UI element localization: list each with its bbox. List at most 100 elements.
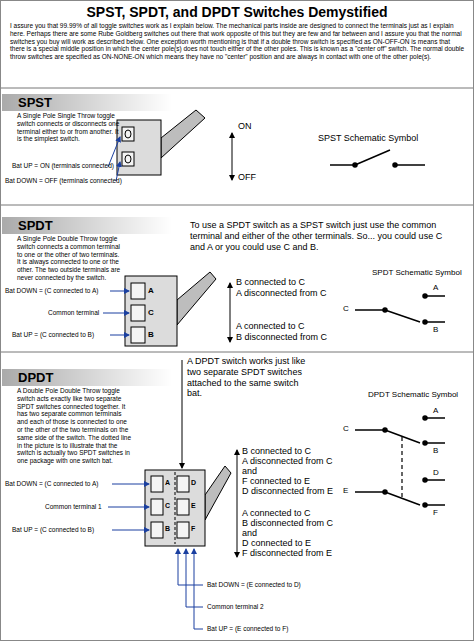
line-art bbox=[112, 530, 149, 531]
dpdt-switch bbox=[145, 466, 231, 546]
bat-label: Bat UP = (E connected to F) bbox=[207, 625, 288, 633]
line-art bbox=[161, 110, 205, 158]
line-art bbox=[401, 437, 402, 498]
terminal-label: Common terminal 2 bbox=[207, 603, 264, 611]
description: A Single Pole Single Throw toggle switch… bbox=[17, 112, 122, 143]
state-text: A connected to C bbox=[236, 321, 305, 332]
line-art bbox=[108, 484, 203, 629]
state-text: A disconnected from C bbox=[236, 288, 327, 299]
line-art bbox=[355, 309, 385, 311]
line-art bbox=[125, 130, 131, 138]
section-heading: DPDT bbox=[18, 370, 53, 386]
line-art bbox=[425, 504, 445, 506]
intro-text: I assure you that 99.99% of all toggle s… bbox=[10, 22, 465, 61]
line-art bbox=[1, 205, 473, 206]
line-art bbox=[355, 491, 385, 493]
state-text: and bbox=[242, 466, 257, 477]
line-art bbox=[175, 472, 176, 544]
section-heading: SPST bbox=[18, 95, 52, 111]
symbol-caption: SPST Schematic Symbol bbox=[318, 133, 418, 144]
description: A Double Pole Double Throw toggle switch… bbox=[17, 387, 132, 465]
state-text: B connected to C bbox=[236, 277, 305, 288]
spdt-switch bbox=[125, 272, 216, 346]
line-art bbox=[425, 442, 445, 444]
line-art bbox=[355, 429, 385, 431]
state-text: F connected to E bbox=[242, 476, 310, 487]
terminal-label: Common terminal 1 bbox=[45, 503, 102, 511]
line-art bbox=[385, 430, 420, 443]
line-art bbox=[151, 476, 163, 492]
terminal-letter: A bbox=[148, 286, 154, 296]
dpdt-schematic bbox=[355, 416, 445, 507]
terminal-letter: A bbox=[433, 406, 438, 416]
line-art bbox=[145, 470, 205, 546]
terminal-label: Common terminal bbox=[48, 309, 99, 317]
terminal-letter: B bbox=[148, 330, 154, 340]
line-art bbox=[330, 164, 355, 166]
state-text: B disconnected from C bbox=[236, 332, 327, 343]
line-art bbox=[151, 499, 163, 515]
line-art bbox=[125, 276, 177, 346]
line-art bbox=[182, 360, 183, 468]
symbol-caption: SPDT Schematic Symbol bbox=[372, 268, 462, 278]
spdt-schematic bbox=[355, 294, 445, 324]
terminal-letter: F bbox=[191, 525, 195, 533]
terminal-letter: C bbox=[148, 308, 154, 318]
position-label: ON bbox=[238, 121, 252, 132]
line-art bbox=[110, 335, 129, 336]
line-art bbox=[108, 137, 120, 181]
line-art bbox=[108, 507, 149, 508]
section-heading: SPDT bbox=[18, 218, 53, 234]
spst-schematic bbox=[330, 150, 425, 167]
bat-label: Bat UP = ON (terminals connected) bbox=[12, 162, 114, 170]
line-art bbox=[177, 499, 189, 515]
bat-label: Bat DOWN = (C connected to A) bbox=[5, 287, 98, 295]
line-art bbox=[205, 466, 231, 520]
state-text: A disconnected from C bbox=[242, 456, 333, 467]
bat-label: Bat UP = (C connected to B) bbox=[12, 331, 94, 339]
terminal-letter: B bbox=[433, 325, 438, 335]
bat-label: Bat DOWN = (E connected to D) bbox=[207, 581, 301, 589]
bat-label: Bat DOWN = (C connected to A) bbox=[5, 480, 98, 488]
state-text: A connected to C bbox=[242, 508, 311, 519]
line-art bbox=[177, 476, 189, 492]
state-text: and bbox=[242, 528, 257, 539]
line-art bbox=[237, 450, 238, 557]
line-art bbox=[385, 310, 420, 322]
line-art bbox=[131, 283, 145, 299]
terminal-letter: E bbox=[191, 502, 196, 510]
line-art bbox=[177, 272, 216, 325]
terminal-letter: C bbox=[165, 502, 170, 510]
terminal-letter: B bbox=[433, 446, 438, 456]
line-art bbox=[425, 321, 445, 323]
position-label: OFF bbox=[238, 172, 256, 183]
line-art bbox=[178, 549, 203, 585]
line-art bbox=[355, 150, 390, 165]
line-art bbox=[230, 283, 231, 342]
terminal-letter: F bbox=[433, 508, 438, 518]
state-text: F disconnected from E bbox=[242, 548, 332, 559]
terminal-letter: E bbox=[343, 486, 348, 496]
line-art bbox=[2, 369, 172, 386]
line-art bbox=[425, 417, 445, 419]
line-art bbox=[103, 313, 129, 314]
description: A Single Pole Double Throw toggle switch… bbox=[17, 235, 122, 282]
line-art bbox=[112, 484, 149, 485]
page-title: SPST, SPDT, and DPDT Switches Demystifie… bbox=[0, 4, 474, 21]
terminal-letter: C bbox=[343, 424, 349, 434]
state-text: B disconnected from C bbox=[242, 518, 333, 529]
note-text: To use a SPDT switch as a SPST switch ju… bbox=[190, 220, 445, 252]
spst-switch bbox=[117, 110, 205, 175]
terminal-letter: C bbox=[343, 304, 349, 314]
line-art bbox=[125, 155, 131, 163]
state-text: D disconnected from E bbox=[242, 486, 333, 497]
line-art bbox=[194, 549, 203, 629]
note-text: A DPDT switch works just like two separa… bbox=[187, 356, 312, 399]
line-art bbox=[232, 133, 233, 180]
terminal-letter: D bbox=[191, 479, 196, 487]
line-art bbox=[2, 217, 172, 234]
bat-label: Bat UP = (C connected to B) bbox=[12, 526, 94, 534]
line-art bbox=[1, 88, 473, 89]
